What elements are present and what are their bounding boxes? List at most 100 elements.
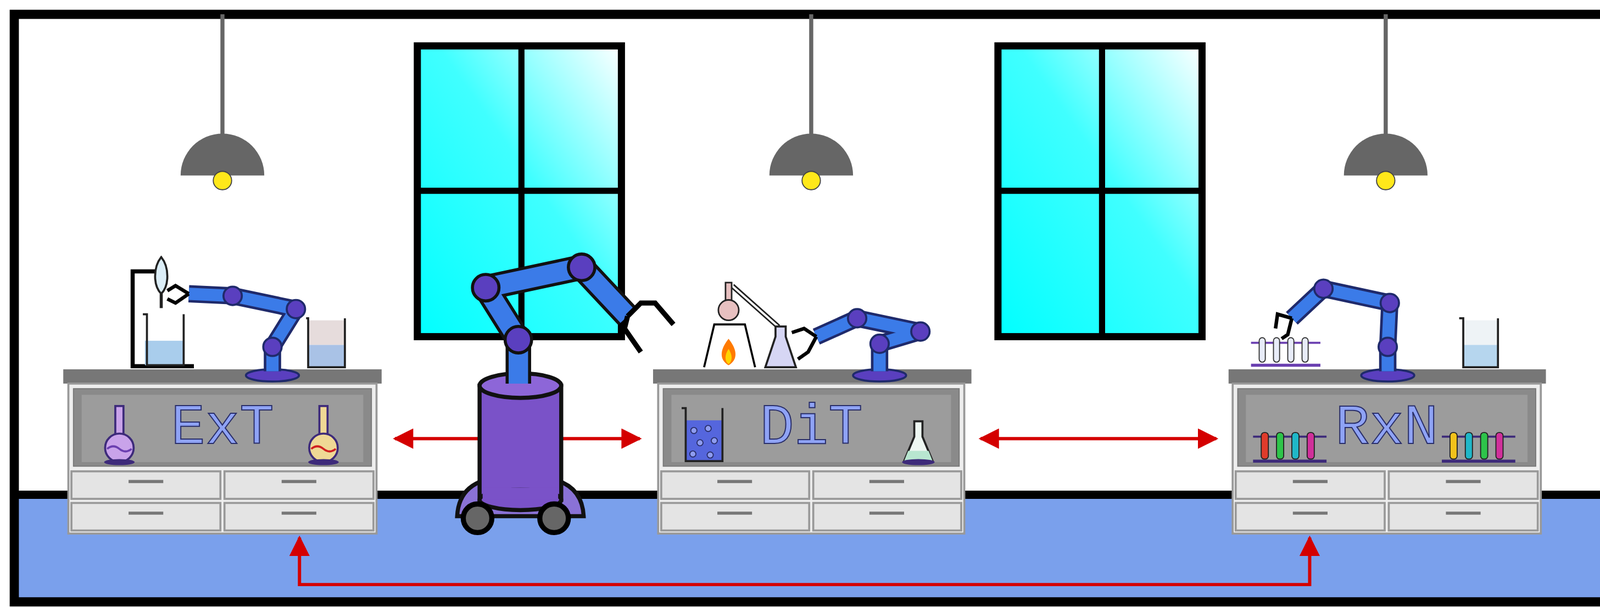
test-tube [1273, 337, 1280, 363]
beaker [1459, 318, 1499, 368]
arm-segment [816, 318, 921, 372]
rack-base [1441, 459, 1516, 464]
drawer [224, 471, 374, 500]
test-tube [1261, 432, 1269, 460]
transfer-arrow [299, 538, 1310, 586]
separatory-funnel [154, 257, 167, 294]
beaker [681, 408, 723, 462]
robot-wheel [539, 504, 569, 533]
flask-neck [115, 406, 124, 436]
rack-base [1251, 364, 1321, 368]
robot-arm [1275, 279, 1415, 382]
bench-top [1228, 369, 1547, 384]
arm-joint [1380, 293, 1399, 312]
arm-segment [1291, 288, 1390, 372]
bubble [711, 437, 718, 444]
drawer [1388, 503, 1538, 531]
distillation-setup [704, 282, 796, 368]
beaker-glass [681, 408, 723, 462]
drawer [71, 471, 221, 500]
drawer [1235, 503, 1385, 531]
arm-joint [223, 286, 242, 305]
test-tube [1480, 432, 1488, 460]
beaker-glass [1459, 318, 1499, 368]
drawer [1388, 471, 1538, 500]
transfer-arrow [980, 437, 1217, 441]
arm-gripper [624, 303, 674, 353]
beaker-liquid [1463, 344, 1498, 368]
bench-cabinet [658, 383, 964, 534]
drawer [71, 503, 221, 531]
flask-neck [319, 406, 328, 436]
test-tube [1302, 337, 1309, 363]
robot-body [479, 386, 562, 501]
window [417, 46, 622, 338]
robot-body-bottom [479, 489, 562, 511]
bench-label: ExT [68, 399, 377, 457]
bench-cabinet [68, 383, 377, 534]
arm-joint [848, 309, 867, 328]
robot-wheel [463, 504, 492, 533]
robot-body-fill [482, 488, 559, 501]
burner-stand [704, 324, 756, 368]
flame-core [725, 349, 732, 365]
arm-joint [568, 254, 595, 281]
flask-base [901, 459, 935, 466]
bench-label: DiT [658, 399, 964, 457]
lab-bench [63, 369, 382, 534]
lamp-cord [1383, 14, 1388, 136]
arm-joint [870, 335, 889, 354]
beaker-air [308, 320, 345, 346]
arm-gripper [792, 329, 817, 360]
drawer [661, 503, 810, 531]
bench-label: RxN [1232, 399, 1541, 457]
beaker-liquid [145, 341, 185, 366]
bubble [697, 439, 704, 447]
bubble [705, 425, 712, 432]
window-pane [998, 46, 1203, 338]
arm-joint [1314, 279, 1333, 298]
robot-arm [167, 285, 306, 382]
drawer [813, 471, 962, 500]
arm-joint [286, 299, 305, 319]
lamp-cord [809, 14, 813, 136]
drawer-handle [717, 481, 905, 514]
round-flask [718, 299, 739, 321]
arm-segment [485, 267, 628, 384]
flask-neck [725, 282, 732, 301]
window-pane [417, 46, 622, 338]
robot-base [456, 477, 584, 517]
arm-outline [188, 293, 297, 372]
beaker-liquid [308, 344, 345, 368]
test-tube [1259, 337, 1266, 363]
flame [721, 338, 736, 366]
drawer [1235, 471, 1385, 500]
flask-base [308, 459, 339, 466]
room-frame [14, 14, 1600, 603]
bubbles [689, 425, 718, 459]
transfer-arrow [394, 437, 640, 441]
arm-gripper [1275, 314, 1292, 340]
condenser-tube [731, 285, 780, 330]
erlenmeyer-flask [901, 421, 935, 466]
arm-gripper [167, 285, 189, 304]
flask-body [309, 433, 338, 463]
test-tube-rack [1252, 432, 1327, 462]
drawer [661, 471, 810, 500]
test-tube [1465, 432, 1473, 460]
bench-label-panel: ExT [68, 383, 377, 534]
test-tube [1450, 432, 1458, 460]
beaker-glass [142, 314, 184, 366]
funnel-stem [159, 293, 164, 309]
mobile-robot [456, 254, 674, 533]
arm-joint [505, 326, 532, 354]
floor [14, 495, 1600, 603]
arm-joint [472, 274, 499, 301]
erlenmeyer-flask [765, 326, 796, 368]
drawer-handle [1292, 481, 1481, 514]
flask-glass [904, 421, 933, 462]
